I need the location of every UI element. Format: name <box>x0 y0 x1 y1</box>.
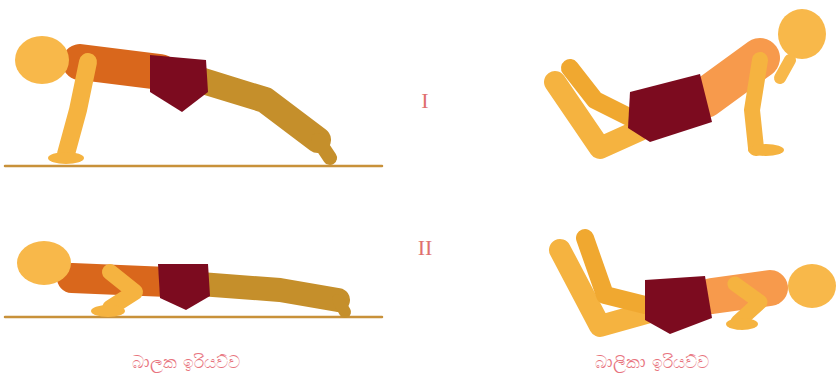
floor-line <box>5 316 382 319</box>
girl-position-two <box>560 238 836 334</box>
boy-position-two <box>17 241 345 317</box>
boy-position-one <box>15 36 330 164</box>
figure-caption: බාලක ඉරියව්ව <box>132 352 239 372</box>
position-number: II <box>418 235 433 261</box>
floor-line <box>5 165 382 168</box>
figure-caption: බාලිකා ඉරියව්ව <box>595 352 708 372</box>
girl-position-one <box>555 9 826 156</box>
position-number: I <box>421 88 428 114</box>
